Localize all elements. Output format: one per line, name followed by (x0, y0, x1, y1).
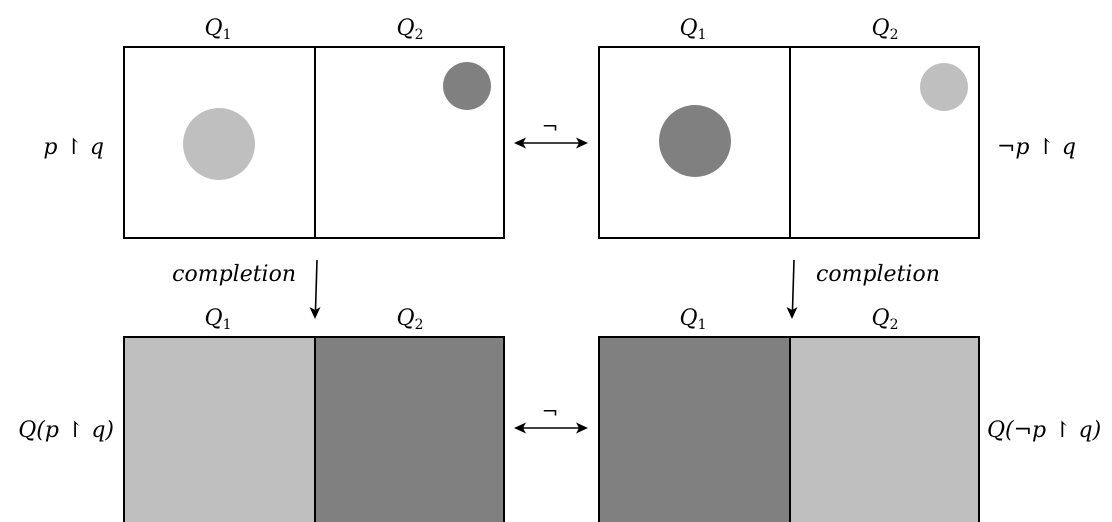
completion-arrow-right: completion (786, 259, 940, 319)
negation-arrow-bottom: ¬ (514, 399, 588, 434)
negation-symbol: ¬ (542, 114, 559, 138)
panel-top-left: Q1 Q2 p ↾ q (43, 16, 505, 239)
side-label: Q(¬p ↾ q) (987, 418, 1101, 443)
region-label-q2: Q2 (872, 16, 899, 43)
arrow-head-left (514, 137, 526, 149)
region-label-q1: Q1 (205, 306, 232, 333)
negation-arrow-top: ¬ (514, 114, 588, 149)
arrow-head-down (309, 307, 321, 319)
region-q2-fill-light (790, 337, 979, 522)
region-label-q1: Q1 (680, 306, 707, 333)
panel-bottom-right: Q1 Q2 Q(¬p ↾ q) (598, 306, 1101, 522)
region-q1-fill-light (124, 337, 315, 522)
region-label-q1: Q1 (680, 16, 707, 43)
panel-bottom-left: Q1 Q2 Q(p ↾ q) (18, 306, 505, 522)
region-label-q2: Q2 (872, 306, 899, 333)
completion-label: completion (816, 262, 940, 287)
dark-circle (443, 62, 491, 110)
completion-label: completion (172, 262, 296, 287)
panel-top-right: Q1 Q2 ¬p ↾ q (598, 16, 1076, 239)
side-label: Q(p ↾ q) (18, 418, 114, 443)
light-circle (920, 63, 968, 111)
arrow-head-right (576, 137, 588, 149)
light-circle (183, 108, 255, 180)
side-label: ¬p ↾ q (997, 135, 1076, 160)
negation-symbol: ¬ (542, 399, 559, 423)
arrow-head-left (514, 422, 526, 434)
arrow-head-down (786, 307, 798, 319)
dark-circle (659, 105, 731, 177)
region-label-q1: Q1 (205, 16, 232, 43)
completion-arrow-left: completion (172, 259, 321, 319)
side-label: p ↾ q (43, 135, 104, 160)
region-label-q2: Q2 (397, 16, 424, 43)
region-label-q2: Q2 (397, 306, 424, 333)
region-q1-fill-dark (599, 337, 790, 522)
arrow-head-right (576, 422, 588, 434)
region-q2-fill-dark (315, 337, 504, 522)
